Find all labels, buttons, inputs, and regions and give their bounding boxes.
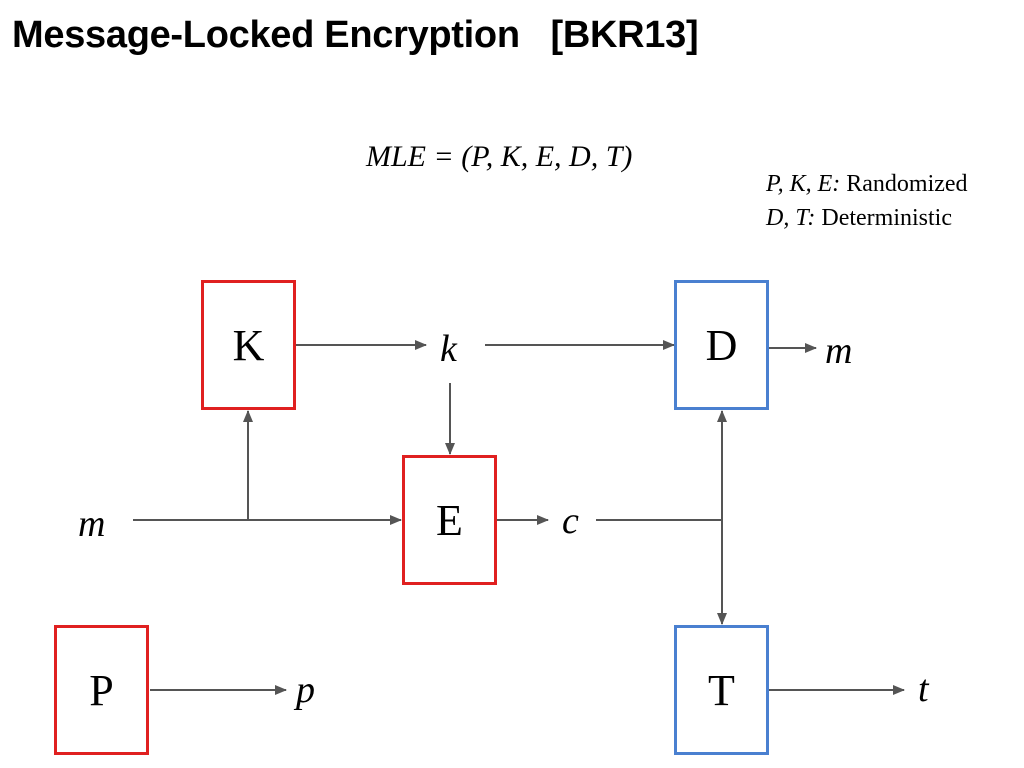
box-T: T <box>674 625 769 755</box>
box-E: E <box>402 455 497 585</box>
slide-title: Message-Locked Encryption [BKR13] <box>12 14 699 56</box>
legend-randomized-vars: P, K, E: <box>766 171 841 197</box>
legend-randomized-label: Randomized <box>840 171 968 197</box>
box-P: P <box>54 625 149 755</box>
mle-formula: MLE = (P, K, E, D, T) <box>366 140 633 173</box>
legend-deterministic-vars: D, T: <box>766 205 816 231</box>
var-c: c <box>562 500 579 542</box>
legend-deterministic-label: Deterministic <box>815 205 952 231</box>
var-p: p <box>296 669 315 711</box>
box-K: K <box>201 280 296 410</box>
var-k: k <box>440 328 457 370</box>
legend-deterministic: D, T: Deterministic <box>754 178 952 232</box>
var-m-output: m <box>825 330 853 372</box>
box-D: D <box>674 280 769 410</box>
var-t: t <box>918 668 929 710</box>
legend-randomized: P, K, E: Randomized <box>754 144 968 198</box>
var-m-input: m <box>78 503 106 545</box>
